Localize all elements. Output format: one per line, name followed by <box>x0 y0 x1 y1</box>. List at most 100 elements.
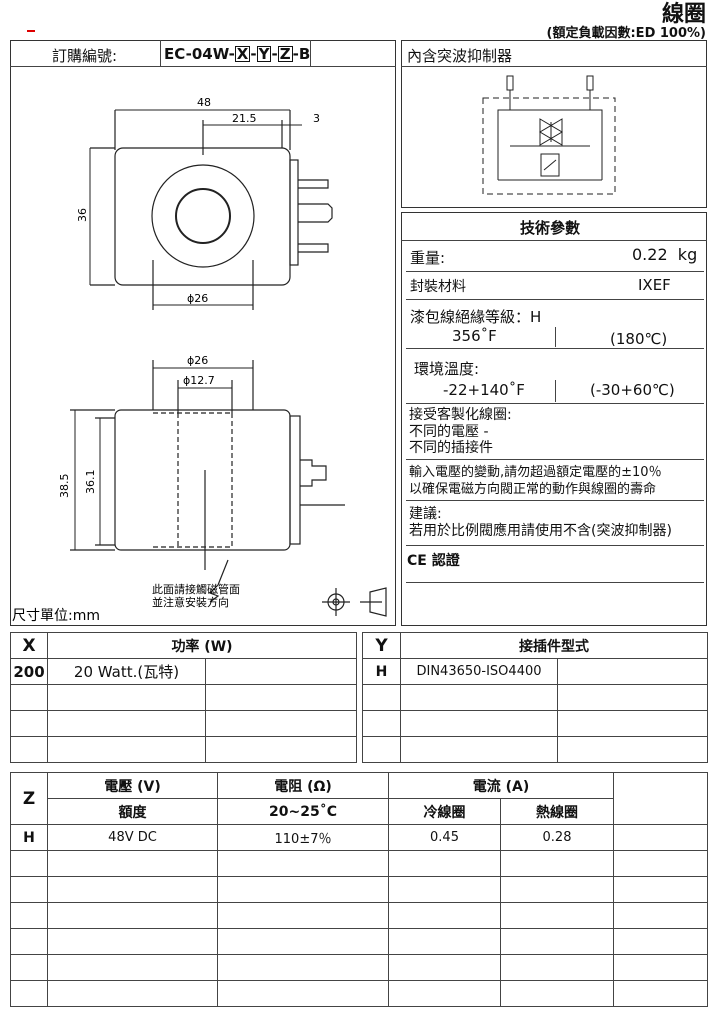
text: EC-04W- <box>164 45 235 63</box>
table-cell: 20~25˚C <box>217 798 389 825</box>
table-cell <box>499 980 615 1007</box>
ce-certification: CE 認證 <box>407 553 460 569</box>
table-cell <box>217 876 389 903</box>
table-row <box>10 710 357 737</box>
x-key: X <box>10 632 48 659</box>
tech-params-panel <box>401 212 707 626</box>
page-title: 線圈 <box>661 2 706 27</box>
suppressor-circuit-diagram <box>482 75 616 195</box>
table-cell <box>400 684 558 711</box>
weight-label: 重量: <box>410 249 446 267</box>
table-cell <box>47 980 218 1007</box>
weight-value: 0.22 kg <box>632 245 698 264</box>
text: X <box>234 45 251 63</box>
table-cell <box>613 980 709 1007</box>
suppressor-title: 內含突波抑制器 <box>407 47 513 65</box>
table-cell <box>205 658 357 685</box>
table-cell <box>613 902 709 929</box>
dim-21-5: 21.5 <box>232 112 257 125</box>
table-cell <box>47 928 218 955</box>
table-cell <box>362 684 401 711</box>
order-label: 訂購編號: <box>52 47 118 65</box>
text: - <box>271 45 278 63</box>
mounting-note-1: 此面請接觸磁管面 <box>152 582 240 596</box>
table-cell <box>499 954 615 981</box>
table-cell <box>10 928 48 955</box>
table-cell <box>10 902 48 929</box>
table-cell: 熱線圈 <box>499 798 615 825</box>
connector-header: 接插件型式 <box>400 632 708 659</box>
table-row <box>362 736 708 763</box>
table-cell <box>400 736 558 763</box>
table-cell <box>388 954 501 981</box>
ambient-label: 環境溫度: <box>414 360 480 378</box>
table-cell: 冷線圈 <box>388 798 501 825</box>
table-cell <box>47 902 218 929</box>
material-label: 封裝材料 <box>410 279 466 295</box>
table-cell <box>205 736 357 763</box>
advice-line: 若用於比例閥應用請使用不含(突波抑制器) <box>409 523 672 539</box>
table-cell <box>362 736 401 763</box>
table-cell <box>47 710 206 737</box>
table-cell <box>10 980 48 1007</box>
table-cell <box>499 850 615 877</box>
ambient-f: -22+140˚F <box>443 381 525 399</box>
table-cell: 0.28 <box>499 824 615 851</box>
table-cell: 110±7％ <box>217 824 389 851</box>
resistance-header: 電阻 (Ω) <box>217 772 389 799</box>
table-cell <box>388 902 501 929</box>
table-row <box>10 980 709 1007</box>
power-header: 功率 (W) <box>47 632 357 659</box>
table-cell <box>388 850 501 877</box>
dim-36-1: 36.1 <box>84 470 97 495</box>
table-cell <box>400 710 558 737</box>
z-key: Z <box>10 772 48 825</box>
table-cell <box>10 710 48 737</box>
table-cell <box>205 710 357 737</box>
text: Y <box>256 45 272 63</box>
table-row <box>10 684 357 711</box>
table-cell <box>613 876 709 903</box>
table-cell: 200 <box>10 658 48 685</box>
table-cell <box>10 850 48 877</box>
table-row <box>10 876 709 903</box>
table-cell <box>613 850 709 877</box>
table-cell <box>499 902 615 929</box>
table-row <box>10 850 709 877</box>
insulation-c: (180℃) <box>610 330 668 348</box>
table-cell <box>47 736 206 763</box>
y-key: Y <box>362 632 401 659</box>
table-row <box>362 684 708 711</box>
table-cell: 48V DC <box>47 824 218 851</box>
table-cell <box>388 876 501 903</box>
table-cell <box>217 902 389 929</box>
table-cell <box>217 928 389 955</box>
text: - <box>250 45 257 63</box>
table-cell: H <box>362 658 401 685</box>
dim-3: 3 <box>313 112 320 125</box>
table-cell <box>217 850 389 877</box>
custom-line: 不同的插接件 <box>409 440 493 456</box>
table-row <box>10 928 709 955</box>
ambient-c: (-30+60℃) <box>590 381 675 399</box>
dim-d26-top: ϕ26 <box>187 292 208 305</box>
table-cell <box>613 928 709 955</box>
table-cell <box>10 876 48 903</box>
warning-line: 輸入電壓的變動,請勿超過額定電壓的±10％ <box>409 465 662 480</box>
table-row <box>10 954 709 981</box>
text: -B <box>292 45 311 63</box>
table-cell <box>205 684 357 711</box>
table-cell <box>499 876 615 903</box>
table-row <box>10 902 709 929</box>
units-label: 尺寸單位:mm <box>12 608 100 624</box>
table-cell <box>47 684 206 711</box>
